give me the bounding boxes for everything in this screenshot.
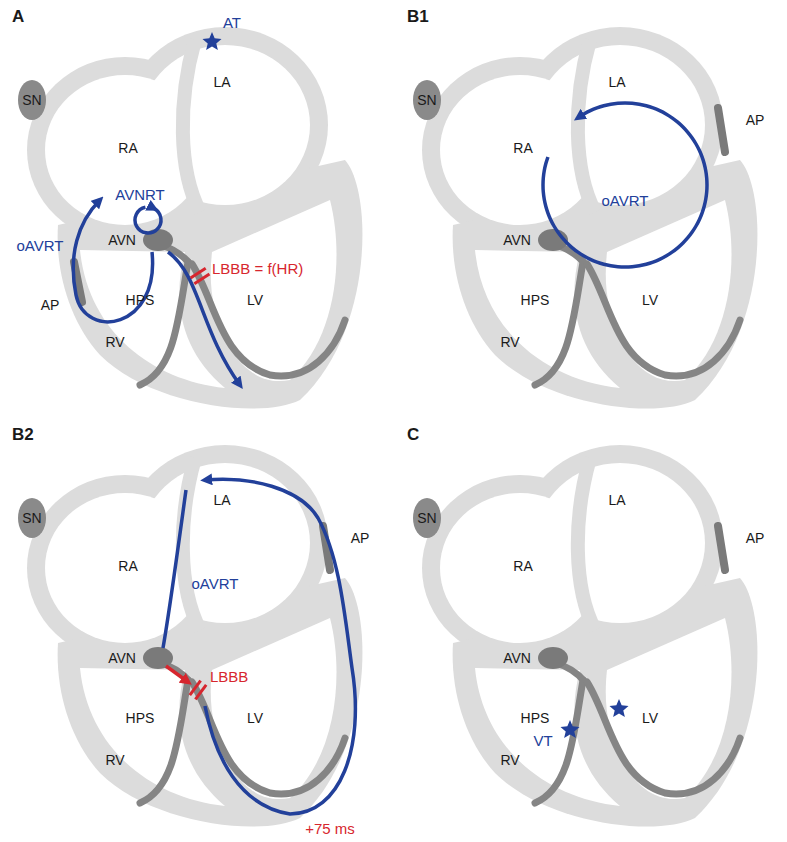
focus-star	[609, 699, 628, 717]
anatomy-label: RV	[105, 753, 124, 767]
mechanism-label: VT	[533, 733, 552, 748]
block-bar	[195, 685, 206, 699]
block-label: LBBB = f(HR)	[212, 261, 303, 276]
his-purkinje-system	[192, 264, 345, 376]
anatomy-label: RV	[105, 335, 124, 349]
anatomy-label: LV	[247, 293, 263, 307]
anatomy-label: AP	[746, 531, 765, 545]
accessory-pathway	[718, 108, 725, 152]
panel-letter: A	[12, 8, 24, 25]
mechanism-label: oAVRT	[17, 238, 64, 253]
focus-star	[560, 720, 579, 738]
anatomy-label: RA	[118, 559, 137, 573]
block-label: LBBB	[210, 669, 248, 684]
anatomy-label: LA	[213, 493, 230, 507]
anatomy-label: SN	[417, 93, 436, 107]
av-node	[538, 647, 568, 669]
heart-panel	[413, 27, 757, 409]
mechanism-label: AT	[223, 15, 241, 30]
anatomy-label: AVN	[108, 651, 136, 665]
sinus-node	[413, 498, 441, 538]
timing-label: +75 ms	[305, 821, 355, 836]
anatomy-label: LA	[213, 75, 230, 89]
conduction-arrow	[166, 666, 188, 682]
anatomy-label: LA	[608, 493, 625, 507]
anatomy-label: RA	[513, 141, 532, 155]
anatomy-label: LA	[608, 75, 625, 89]
anatomy-label: LV	[247, 711, 263, 725]
oavrt-loop	[543, 103, 707, 267]
right-ventricle-cavity	[475, 668, 620, 806]
sinus-node	[18, 498, 46, 538]
left-ventricle-cavity	[606, 618, 732, 799]
anatomy-label: RV	[500, 335, 519, 349]
anatomy-label: RA	[513, 559, 532, 573]
anatomy-label: HPS	[521, 711, 550, 725]
accessory-pathway	[718, 526, 725, 570]
anatomy-label: LV	[642, 293, 658, 307]
anatomy-label: SN	[22, 93, 41, 107]
his-purkinje-system	[140, 680, 188, 803]
atrial-septum	[578, 40, 595, 212]
panel-letter: B1	[407, 8, 429, 25]
heart-panel	[18, 445, 362, 827]
anatomy-label: SN	[417, 511, 436, 525]
his-purkinje-system	[140, 262, 188, 385]
left-ventricle-cavity	[606, 200, 732, 381]
anatomy-label: HPS	[521, 293, 550, 307]
his-purkinje-system	[587, 682, 740, 794]
left-ventricle-cavity	[211, 200, 337, 381]
anatomy-label: AVN	[108, 233, 136, 247]
right-ventricle-cavity	[80, 668, 225, 806]
left-atrium-cavity	[535, 463, 705, 623]
oavrt-loop	[163, 490, 186, 648]
focus-star	[202, 32, 221, 50]
anatomy-label: AVN	[503, 651, 531, 665]
anatomy-label: HPS	[126, 711, 155, 725]
heart-panel	[18, 27, 362, 409]
anatomy-label: HPS	[126, 293, 155, 307]
sinus-node	[413, 80, 441, 120]
anatomy-label: AP	[746, 113, 765, 127]
anatomy-label: SN	[22, 511, 41, 525]
right-ventricle-cavity	[475, 250, 620, 388]
block-bar	[194, 274, 209, 284]
atrial-septum	[578, 458, 595, 630]
mechanism-label: oAVRT	[192, 576, 239, 591]
anatomy-label: AP	[41, 298, 60, 312]
anatomy-label: AP	[351, 531, 370, 545]
left-atrium-cavity	[140, 463, 310, 623]
oavrt-loop	[205, 479, 355, 814]
panel-letter: B2	[12, 426, 34, 443]
sinus-node	[18, 80, 46, 120]
mechanism-label: oAVRT	[602, 193, 649, 208]
anatomy-label: LV	[642, 711, 658, 725]
panel-letter: C	[407, 426, 419, 443]
left-atrium-cavity	[140, 45, 310, 205]
anatomy-label: RV	[500, 753, 519, 767]
atrial-septum	[183, 458, 200, 630]
avnrt-loop	[135, 207, 161, 233]
heart-panel	[413, 445, 757, 827]
his-purkinje-system	[587, 264, 740, 376]
mechanism-label: AVNRT	[115, 187, 164, 202]
anatomy-label: AVN	[503, 233, 531, 247]
his-purkinje-system	[535, 262, 583, 385]
atrial-septum	[183, 40, 200, 212]
anatomy-label: RA	[118, 141, 137, 155]
